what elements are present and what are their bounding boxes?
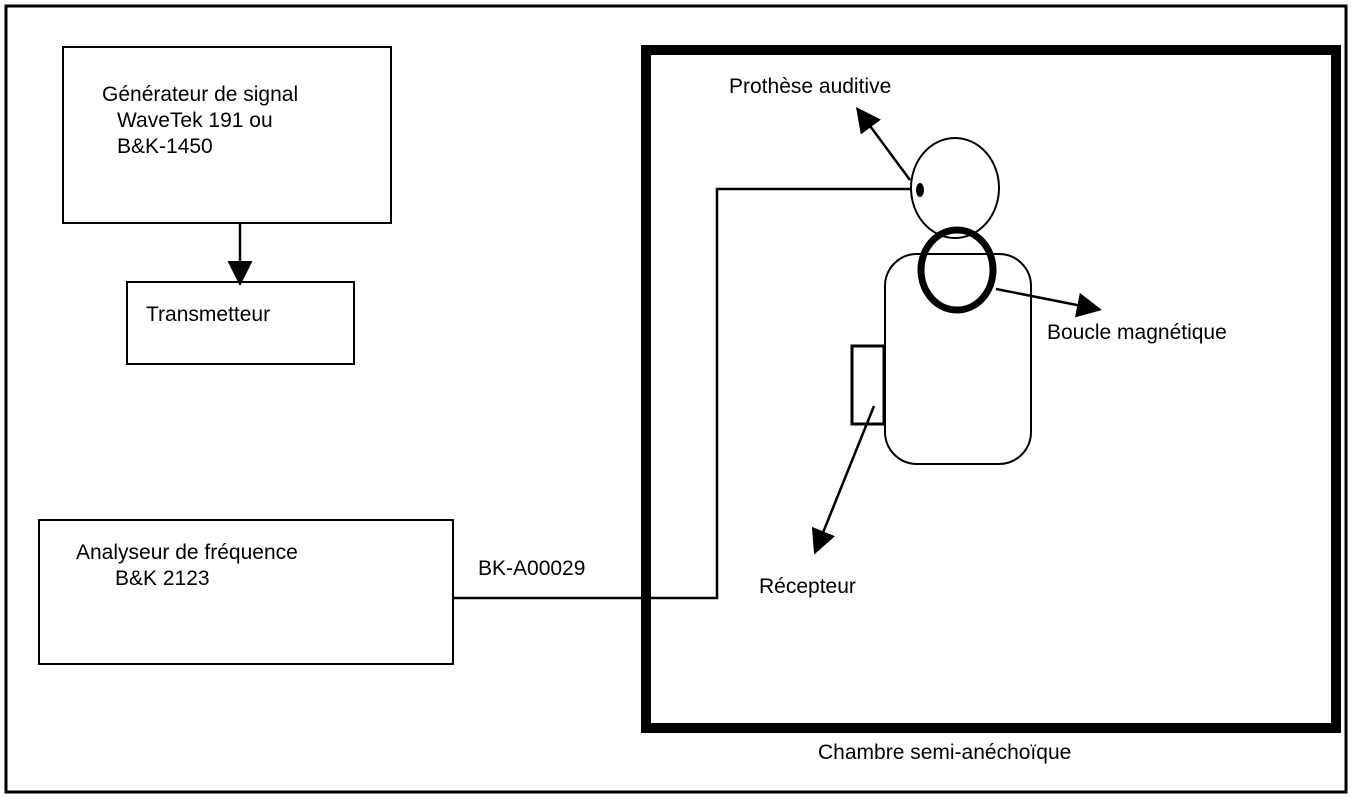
cable-line <box>453 187 914 600</box>
diagram-canvas <box>4 4 1348 794</box>
loop-arrow <box>995 287 1102 318</box>
transmitter-label: Transmetteur <box>146 303 271 326</box>
generator-label-line3: B&K-1450 <box>117 135 213 158</box>
analyzer-box <box>38 519 454 665</box>
generator-label-line2: WaveTek 191 ou <box>117 109 273 132</box>
analyzer-label-line1: Analyseur de fréquence <box>76 541 298 564</box>
outer-frame <box>4 4 1348 794</box>
loop-label: Boucle magnétique <box>1047 321 1227 344</box>
receiver-arrow <box>811 405 876 555</box>
chamber-box <box>641 45 1341 733</box>
receiver-label: Récepteur <box>759 575 856 598</box>
chamber-label: Chambre semi-anéchoïque <box>818 741 1072 764</box>
hearing-aid-dot <box>916 183 924 197</box>
analyzer-label-line2: B&K 2123 <box>115 567 210 590</box>
receiver-box <box>850 344 886 426</box>
transmitter-box <box>126 281 355 365</box>
hearing-aid-arrow <box>856 106 912 181</box>
hearing-aid-label: Prothèse auditive <box>729 75 892 98</box>
mannequin-head <box>910 137 1000 239</box>
generator-label-line1: Générateur de signal <box>102 83 299 106</box>
magnetic-loop <box>917 226 997 314</box>
generator-box <box>62 46 392 224</box>
mannequin-torso <box>884 253 1032 465</box>
cable-label: BK-A00029 <box>478 557 586 580</box>
